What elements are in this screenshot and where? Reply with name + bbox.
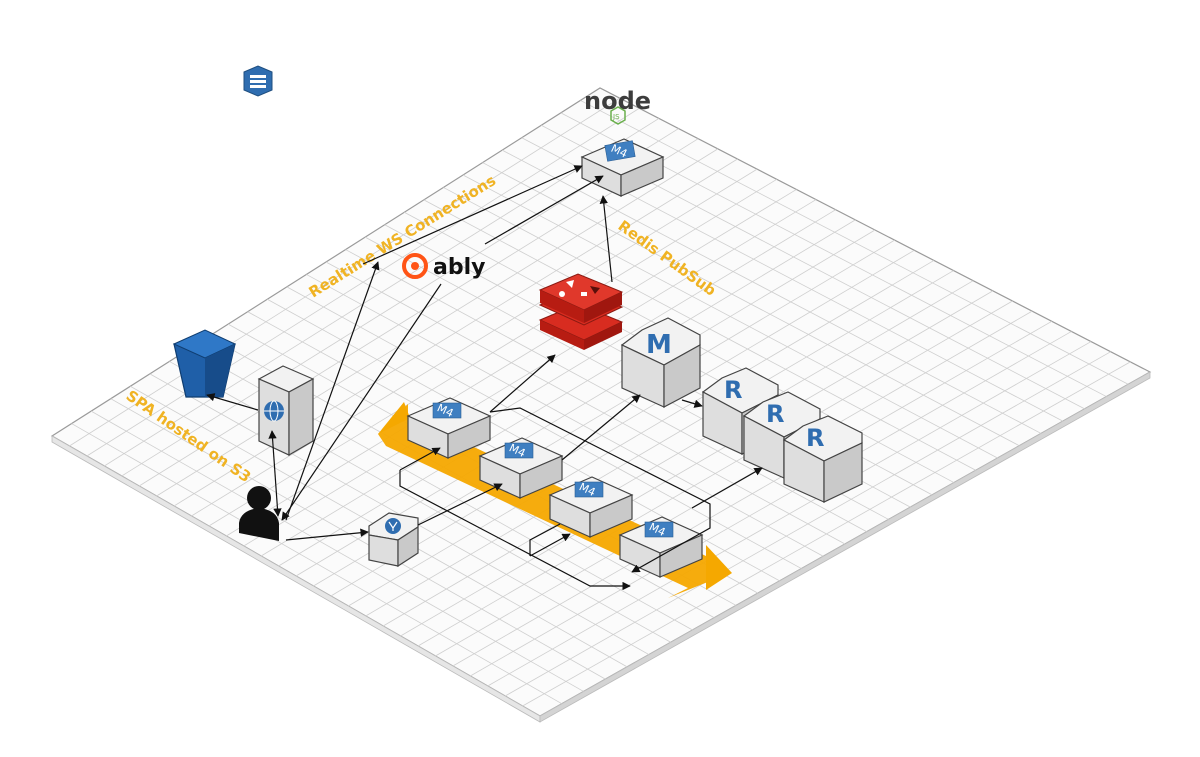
grid-line — [365, 270, 954, 617]
autoscale-server-3-label: M4 — [577, 480, 597, 499]
servers-to-redis-line — [489, 354, 556, 413]
load-balancer-icon — [368, 512, 419, 568]
autoscale-server-2: M4 — [478, 437, 564, 499]
autoscale-server-3: M4 — [548, 476, 634, 538]
servers-to-master-line — [561, 394, 641, 461]
node-text: node — [584, 87, 651, 115]
bus-line-lower — [529, 533, 571, 557]
nodejs-logo: node JS — [584, 87, 651, 125]
autoscale-server-1-label: M4 — [435, 401, 455, 420]
ably-text: ably — [433, 255, 485, 280]
db-replica-3-label: R — [806, 424, 824, 452]
autoscale-server-1: M4 — [406, 397, 492, 459]
bus-line-top — [489, 407, 711, 573]
ws-to-node-line — [362, 165, 583, 265]
node-js-text: JS — [612, 113, 620, 121]
bus-line-left — [399, 470, 631, 591]
grid-line — [400, 290, 994, 637]
grid-line — [330, 249, 915, 597]
connectors — [206, 165, 763, 591]
db-replica-2-label: R — [766, 400, 784, 428]
db-replica-3: R — [782, 415, 863, 503]
redis-icon — [538, 273, 624, 350]
ably-to-user-line — [281, 283, 442, 521]
grid-line — [504, 351, 1111, 697]
grid-line — [452, 320, 1052, 667]
grid-line — [482, 162, 1020, 447]
autoscale-server-2-label: M4 — [507, 441, 527, 460]
ably-logo: ably — [402, 253, 485, 280]
cdn-to-user-line — [268, 430, 282, 517]
bus-line-lower-2 — [529, 523, 561, 556]
aws-elastic-beanstalk-icon — [243, 65, 273, 97]
autoscale-server-4-label: M4 — [647, 520, 667, 539]
grid-line — [443, 187, 976, 471]
ably-to-node-line — [484, 175, 604, 245]
master-to-replica-line — [681, 399, 703, 408]
autoscale-server-4: M4 — [618, 516, 704, 578]
lb-to-servers-line — [417, 483, 503, 526]
db-replica-1-label: R — [724, 376, 742, 404]
grid-line — [501, 149, 1042, 434]
cloudfront-icon — [257, 365, 315, 457]
grid-line — [462, 174, 998, 459]
cdn-to-s3-line — [206, 393, 259, 411]
db-master: M — [620, 317, 701, 408]
redis-to-node-line — [599, 195, 613, 283]
user-to-ws-line — [285, 261, 380, 521]
grid-line — [382, 280, 974, 627]
node-server-label: M4 — [609, 142, 629, 161]
s3-bucket-icon — [172, 329, 237, 398]
db-master-label: M — [646, 330, 672, 360]
grid-line — [580, 100, 1129, 385]
grid-line — [487, 341, 1092, 687]
grid-line — [348, 260, 935, 607]
bus-line-mid — [399, 447, 441, 471]
grid-line — [522, 361, 1131, 707]
user-to-lb-line — [285, 528, 369, 541]
grid-line — [470, 331, 1072, 677]
grid-line — [417, 300, 1013, 647]
